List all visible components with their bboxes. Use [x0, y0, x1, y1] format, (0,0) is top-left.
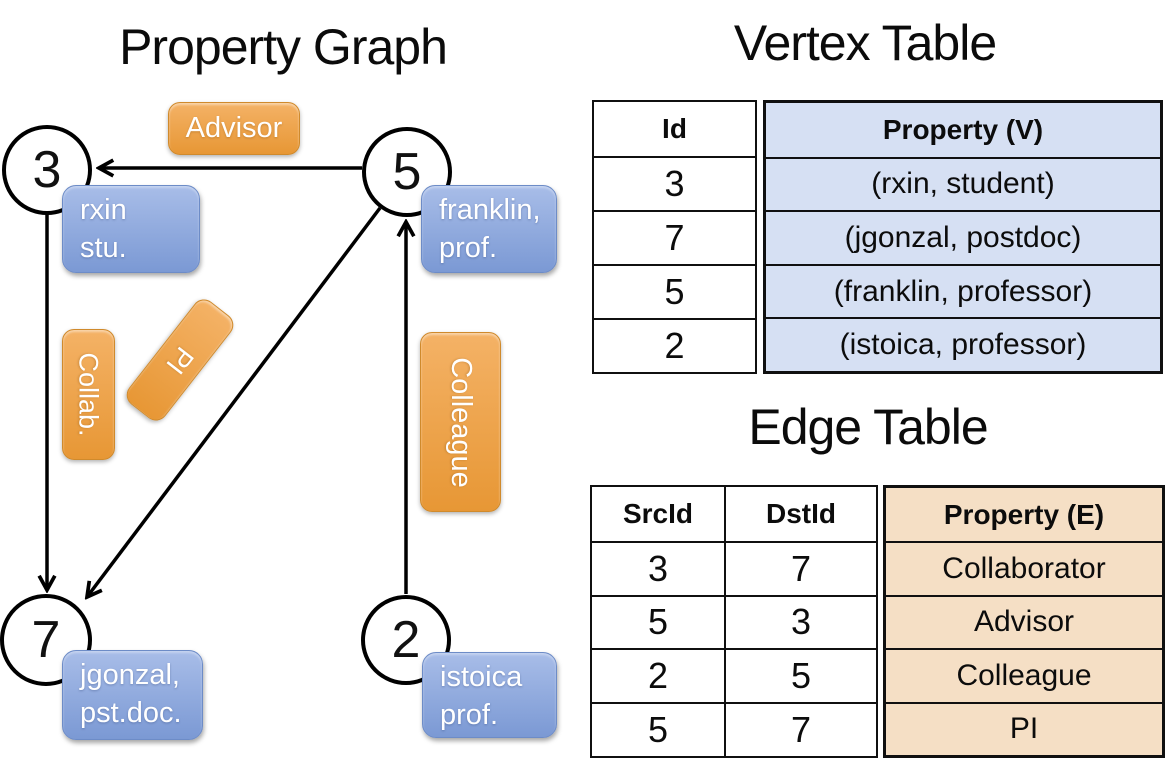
vertex-prop-istoica-line2: prof.: [440, 699, 499, 731]
vertex-prop-franklin-line2: prof.: [439, 232, 498, 264]
edge-dstid-cell: 7: [724, 702, 876, 756]
vertex-property-header: Property (V): [882, 113, 1044, 145]
vertex-id-cell: 7: [594, 210, 755, 264]
vertex-id-header: Id: [662, 113, 687, 144]
edge-property-header: Property (E): [943, 498, 1105, 530]
vertex-table-property-column: Property (V) (rxin, student) (jgonzal, p…: [763, 100, 1163, 374]
edge-label-advisor: Advisor: [168, 102, 300, 155]
edge-dstid-header: DstId: [724, 487, 876, 541]
vertex-property-cell: (rxin, student): [766, 156, 1160, 211]
edge-label-colleague-text: Colleague: [445, 356, 478, 488]
edge-table-id-columns: SrcId DstId 3 7 5 3 2 5 5 7: [590, 485, 878, 758]
vertex-prop-jgonzal-line1: jgonzal,: [80, 659, 180, 691]
vertex-prop-rxin-line2: stu.: [80, 232, 127, 264]
vertex-prop-franklin-line1: franklin,: [439, 194, 541, 226]
edge-table-property-column: Property (E) Collaborator Advisor Collea…: [883, 485, 1165, 758]
vertex-property-cell: (jgonzal, postdoc): [766, 210, 1160, 264]
graph-node-7-label: 7: [31, 611, 61, 669]
edge-srcid-cell: 3: [592, 540, 724, 595]
vertex-id-cell: 5: [594, 264, 755, 318]
edge-label-collab-text: Collab.: [74, 352, 105, 437]
vertex-prop-istoica-line1: istoica: [440, 661, 523, 693]
edge-srcid-header: SrcId: [622, 497, 694, 529]
vertex-property-cell: (istoica, professor): [766, 317, 1160, 371]
edge-label-colleague: Colleague: [420, 332, 501, 512]
graph-node-2-label: 2: [391, 611, 421, 669]
vertex-table-title: Vertex Table: [733, 15, 997, 71]
edge-srcid-cell: 2: [592, 648, 724, 702]
vertex-prop-box-istoica: istoica prof.: [422, 652, 557, 738]
vertex-property-cell: (franklin, professor): [766, 263, 1160, 318]
vertex-id-cell: 2: [594, 318, 755, 372]
edge-property-cell: PI: [886, 701, 1162, 755]
vertex-prop-box-rxin: rxin stu.: [62, 185, 200, 273]
graph-node-3-label: 3: [32, 141, 62, 199]
graph-node-5-label: 5: [392, 143, 422, 201]
edge-label-pi-text: PI: [160, 341, 201, 380]
edge-dstid-cell: 3: [724, 594, 876, 649]
graph-node-5: 5: [362, 127, 452, 217]
edge-property-cell: Collaborator: [886, 541, 1162, 594]
edge-property-cell: Advisor: [886, 594, 1162, 648]
edge-property-cell: Colleague: [886, 648, 1162, 701]
vertex-prop-box-jgonzal: jgonzal, pst.doc.: [62, 650, 203, 740]
edge-srcid-cell: 5: [592, 594, 724, 649]
vertex-prop-box-franklin: franklin, prof.: [421, 185, 557, 273]
edge-dstid-cell: 7: [724, 540, 876, 595]
graph-node-3: 3: [2, 125, 92, 215]
vertex-prop-jgonzal-line2: pst.doc.: [80, 697, 182, 729]
edge-dstid-cell: 5: [724, 648, 876, 703]
vertex-table-id-column: Id 3 7 5 2: [592, 100, 757, 374]
edge-label-pi: PI: [121, 294, 239, 426]
vertex-prop-rxin-line1: rxin: [80, 194, 127, 226]
vertex-id-cell: 3: [594, 156, 755, 210]
edge-srcid-cell: 5: [592, 702, 724, 756]
edge-label-advisor-text: Advisor: [185, 112, 283, 144]
edge-table-title: Edge Table: [748, 399, 988, 455]
edge-label-collab: Collab.: [62, 329, 115, 460]
property-graph-title: Property Graph: [119, 19, 448, 75]
